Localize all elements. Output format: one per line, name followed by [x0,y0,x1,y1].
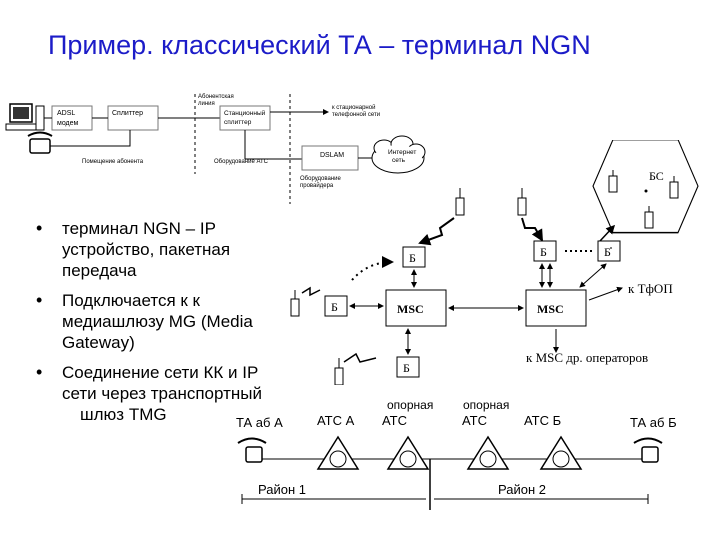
provider-label-1: Оборудование [300,176,341,182]
ref-ats-1-label-2: АТС [382,413,407,428]
to-msc-label: к MSC др. операторов [526,350,648,365]
bs-phone-icon [669,176,679,199]
to-pstn-label: к ТфОП [628,281,673,296]
station-splitter-label-2: сплиттер [224,119,252,126]
ref-ats-2-node [466,435,510,470]
bullet-item: Подключается к к медиашлюзу MG (Media Ga… [36,290,268,353]
pstn-label-2: телефонной сети [332,111,380,118]
wired-network-diagram: опорная опорная ТА аб А АТС А АТС АТС АТ… [236,398,677,510]
bs-box [597,240,621,262]
district-2-label: Район 2 [498,482,546,497]
station-splitter-box [219,105,271,131]
bs-box [402,246,426,268]
bullet-tail: шлюз [80,405,125,424]
adsl-modem-box [51,105,93,131]
bullet-text: Подключается к к медиашлюзу MG (Media Ga… [62,291,253,352]
bs-phone-icon [608,170,618,193]
bs-box [396,356,420,378]
provider-label-2: провайдера [300,182,334,189]
computer-icon [5,103,45,131]
ref-ats-2-label-2: АТС [462,413,487,428]
bs-label: БС [649,169,664,183]
bs-box-label: Б [540,245,547,259]
bs-phone-icon [644,206,654,229]
ats-equipment-label: Оборудование АТС [214,159,269,165]
splitter-label: Сплиттер [112,110,143,117]
slide-title: Пример. классический ТА – терминал NGN [48,30,591,61]
ats-b-node [539,435,583,470]
pstn-label-1: к стационарной [332,104,375,111]
bullet-list: терминал NGN – IP устройство, пакетная п… [36,218,268,434]
bs-box-label: Б [409,251,416,265]
bullet-text: терминал NGN – IP устройство, пакетная п… [62,219,231,280]
bs-box-label: Б [403,361,410,375]
ta-a-label: ТА аб А [236,415,283,430]
internet-cloud-icon [371,135,426,174]
bs-box [324,295,348,317]
bullet-item: Соединение сети КК и IP сети через транс… [36,362,268,425]
ats-a-node [316,435,360,470]
mobile-phone-icon [334,358,344,385]
dslam-label: DSLAM [320,152,344,159]
adsl-modem-label-1: ADSL [57,110,75,117]
ats-b-label: АТС Б [524,413,561,428]
bullet-text: Соединение сети КК и IP сети через транс… [62,363,262,403]
bullet-item: терминал NGN – IP устройство, пакетная п… [36,218,268,281]
msc-label: MSC [397,302,424,316]
ref-ats-1-label-1: опорная [387,398,433,412]
dslam-box [301,145,359,171]
mobile-network-diagram: БС Б Б Б Б Б MSC MSC к ТфОП к MSC др. оп… [290,140,699,385]
bs-box-label: Б [331,300,338,314]
district-1-label: Район 1 [258,482,306,497]
internet-label-2: сеть [392,157,406,164]
title-accent: Пример. [48,30,154,60]
bs-box-label: Б [604,245,611,259]
mobile-phone-icon [455,188,465,216]
subscriber-line-label-2: линия [198,101,215,107]
phone-a-icon [237,437,267,463]
adsl-diagram: ADSL модем Сплиттер Абонентская линия Ст… [5,94,426,204]
msc-label: MSC [537,302,564,316]
phone-icon [27,131,53,154]
adsl-modem-label-2: модем [57,120,79,127]
ref-ats-1-node [386,435,430,470]
msc-box [525,289,587,327]
internet-label-1: Интернет [388,149,416,156]
bullet-last: TMG [128,405,167,424]
mobile-phone-icon [290,290,300,317]
ats-a-label: АТС А [317,413,355,428]
ref-ats-2-label-1: опорная [463,398,509,412]
msc-box [385,289,447,327]
mobile-phone-icon [517,188,527,216]
title-rest: классический ТА – терминал NGN [161,30,591,60]
premises-label: Помещение абонента [82,159,144,165]
ta-b-label: ТА аб Б [630,415,677,430]
station-splitter-label-1: Станционный [224,109,266,117]
bs-box [533,240,557,262]
subscriber-line-label-1: Абонентская [198,94,234,100]
phone-b-icon [633,437,663,463]
